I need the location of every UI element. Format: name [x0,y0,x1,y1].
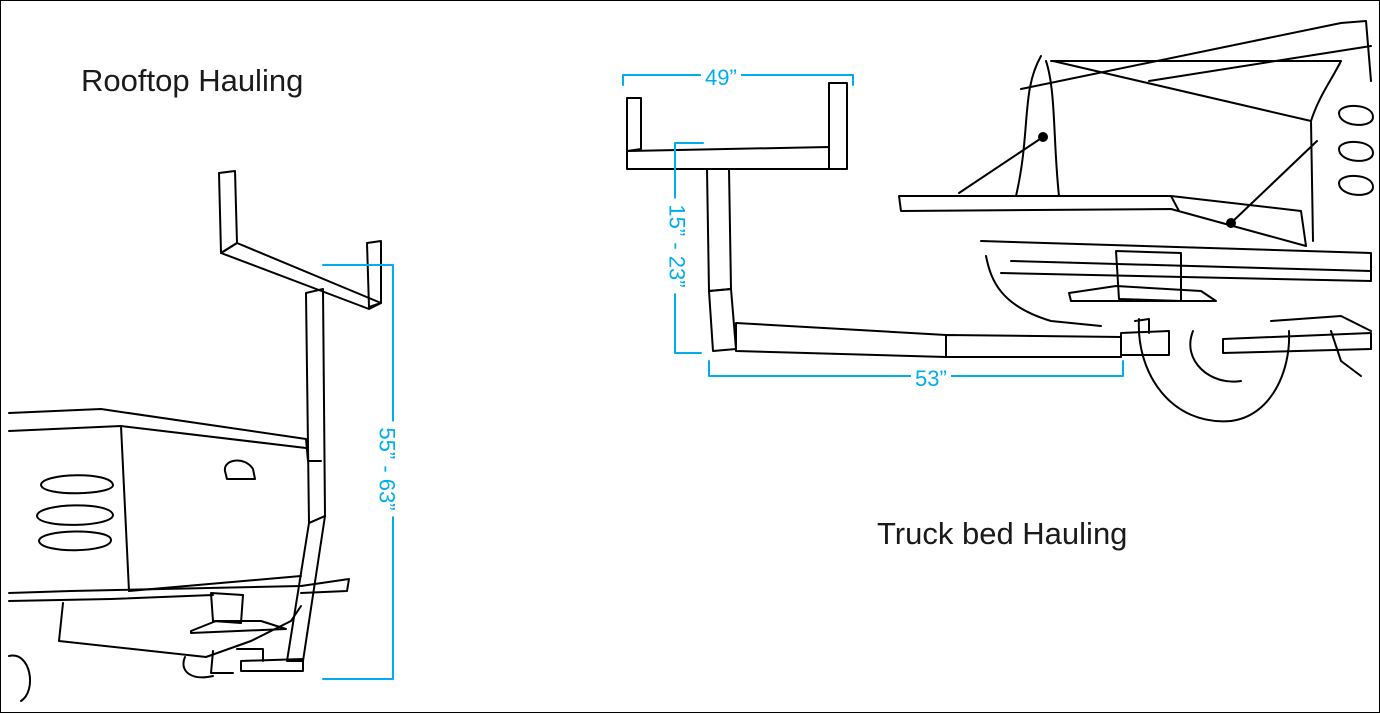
truckbed-rack [626,82,1170,358]
truck-bed-hauling-caption: Truck bed Hauling [877,516,1128,551]
rooftop-hauling-caption: Rooftop Hauling [81,63,304,98]
rooftop-truck [8,408,350,702]
rooftop-height-dimension-label: 55” - 63” [373,421,400,517]
truckbed-truck [898,20,1374,423]
width-dimension-label: 49” [701,65,741,91]
length-dimension-label: 53” [911,366,951,392]
rooftop-rack [218,170,382,672]
truck-bed-height-dimension-label: 15” - 23” [663,198,690,294]
dimension-lines [322,74,1124,680]
